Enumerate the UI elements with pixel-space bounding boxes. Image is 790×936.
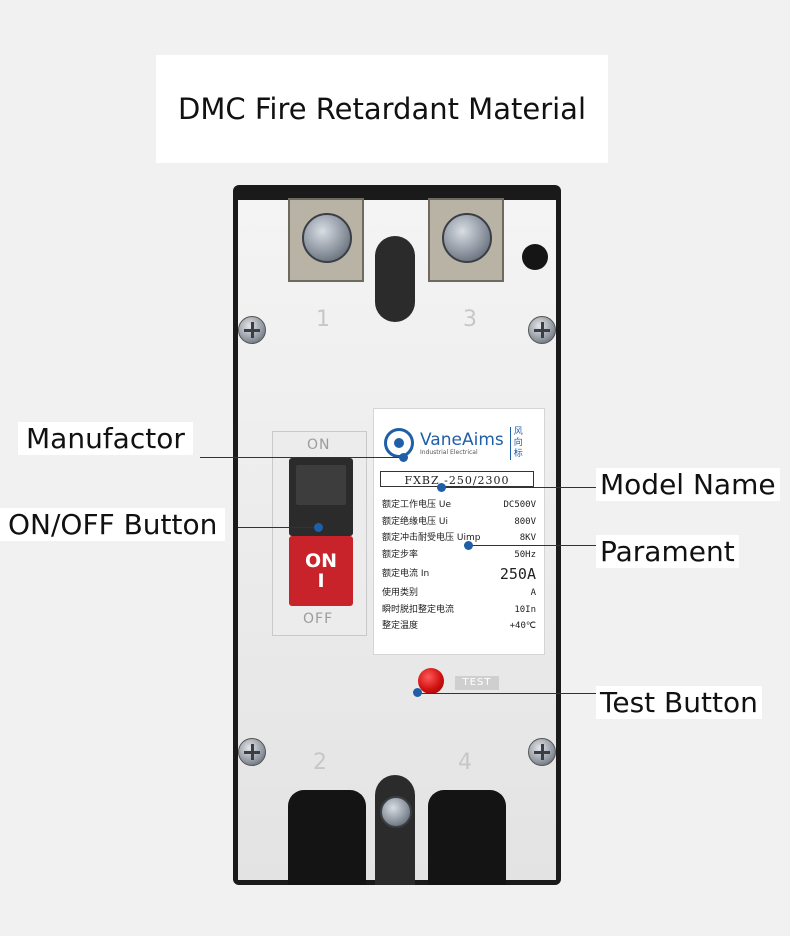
spec-label: VaneAims Industrial Electrical 风向标 FXBZ … xyxy=(373,408,545,655)
corner-screw-icon xyxy=(528,316,556,344)
corner-screw-icon xyxy=(528,738,556,766)
spec-name: 额定步率 xyxy=(382,549,419,560)
spec-name: 使用类别 xyxy=(382,588,419,598)
toggle-lever-grip xyxy=(296,465,346,505)
heading-text: DMC Fire Retardant Material xyxy=(178,92,586,126)
parament-leader-line xyxy=(468,545,596,546)
bottom-center-slot xyxy=(375,775,415,885)
bottom-screw-icon xyxy=(380,796,412,828)
model-marker xyxy=(437,483,446,492)
toggle-on-indicator: ON I xyxy=(289,536,353,606)
terminal-number-2: 2 xyxy=(313,750,327,775)
spec-row: 使用类别 A xyxy=(374,585,544,602)
spec-value: +40℃ xyxy=(509,621,536,631)
test-leader-line xyxy=(419,693,596,694)
spec-row: 额定步率 50Hz xyxy=(374,547,544,564)
mount-hole xyxy=(522,244,548,270)
callout-model-name: Model Name xyxy=(596,468,780,501)
toggle-red-on: ON xyxy=(304,550,338,572)
spec-row: 额定冲击耐受电压 Uimp 8KV xyxy=(374,530,544,547)
spec-value: 10In xyxy=(514,604,536,615)
spec-value: A xyxy=(530,588,536,598)
spec-name: 额定电流 In xyxy=(382,569,430,579)
spec-name: 瞬时脱扣整定电流 xyxy=(382,604,455,615)
spec-row: 额定电流 In 250A xyxy=(374,563,544,585)
callout-parament: Parament xyxy=(596,535,739,568)
spec-value: 50Hz xyxy=(514,549,536,560)
spec-value: 800V xyxy=(514,516,536,527)
center-slot xyxy=(375,236,415,322)
spec-row: 整定温度 +40℃ xyxy=(374,618,544,635)
terminal-number-3: 3 xyxy=(463,307,477,332)
toggle-on-label: ON xyxy=(307,437,331,453)
spec-name: 额定绝缘电压 Ui xyxy=(382,516,448,527)
spec-value: 8KV xyxy=(519,533,536,543)
corner-screw-icon xyxy=(238,738,266,766)
callout-manufactor: Manufactor xyxy=(18,422,193,455)
model-text: FXBZ -250/2300 xyxy=(404,474,510,487)
terminal-number-4: 4 xyxy=(458,750,472,775)
spec-value: DC500V xyxy=(503,500,536,510)
manufactor-marker xyxy=(399,453,408,462)
spec-row: 额定工作电压 Ue DC500V xyxy=(374,497,544,514)
brand-logo-icon xyxy=(384,428,414,458)
test-label: TEST xyxy=(455,676,499,690)
test-button[interactable] xyxy=(418,668,444,694)
spec-name: 额定工作电压 Ue xyxy=(382,500,451,510)
spec-value: 250A xyxy=(499,565,536,583)
corner-screw-icon xyxy=(238,316,266,344)
toggle-off-label: OFF xyxy=(303,611,334,627)
spec-list: 额定工作电压 Ue DC500V 额定绝缘电压 Ui 800V 额定冲击耐受电压 U… xyxy=(374,497,544,635)
callout-on-off-button: ON/OFF Button xyxy=(0,508,226,541)
spec-name: 整定温度 xyxy=(382,621,419,631)
onoff-marker xyxy=(314,523,323,532)
toggle-red-i: I xyxy=(317,570,325,592)
spec-row: 瞬时脱扣整定电流 10In xyxy=(374,602,544,619)
terminal-screw-1 xyxy=(302,213,352,263)
heading-box: DMC Fire Retardant Material xyxy=(156,55,608,163)
brand-name: VaneAims xyxy=(420,429,504,450)
bottom-terminal-opening-4 xyxy=(428,790,506,885)
brand-subtitle: Industrial Electrical xyxy=(420,448,478,456)
model-box: FXBZ -250/2300 xyxy=(380,471,534,487)
onoff-leader-line xyxy=(238,527,318,528)
parament-marker xyxy=(464,541,473,550)
bottom-terminal-opening-2 xyxy=(288,790,366,885)
test-marker xyxy=(413,688,422,697)
manufactor-leader-line xyxy=(200,457,403,458)
terminal-number-1: 1 xyxy=(316,307,330,332)
spec-row: 额定绝缘电压 Ui 800V xyxy=(374,514,544,531)
callout-test-button: Test Button xyxy=(596,686,762,719)
terminal-screw-3 xyxy=(442,213,492,263)
model-leader-line xyxy=(441,487,596,488)
brand-chinese: 风向标 xyxy=(509,426,528,460)
spec-name: 额定冲击耐受电压 Uimp xyxy=(382,533,481,543)
